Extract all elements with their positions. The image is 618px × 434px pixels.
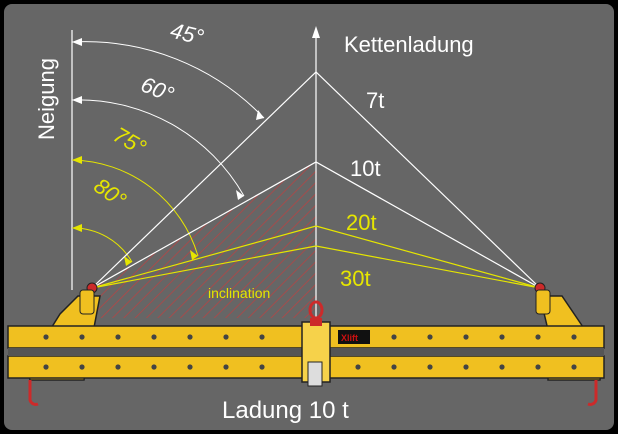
angle-axis-label: Neigung: [34, 58, 59, 140]
arc-80-arrow-start: [72, 224, 82, 232]
beam-hole: [535, 334, 541, 340]
arc-45: [71, 41, 265, 119]
beam-hole: [115, 334, 121, 340]
beam-hole: [187, 364, 193, 370]
beam-hole: [499, 334, 505, 340]
beam-hole: [571, 364, 577, 370]
shackle-icon: [308, 300, 324, 326]
beam-hole: [391, 334, 397, 340]
beam-holes: [43, 334, 577, 370]
chain-line-10t: [91, 161, 541, 289]
arc-60-arrow: [236, 190, 244, 200]
load-label-30t: 30t: [340, 266, 371, 291]
center-axis-arrow: [312, 26, 320, 38]
beam-hole: [223, 334, 229, 340]
arc-60-arrow-start: [72, 96, 82, 104]
beam-hole: [571, 334, 577, 340]
chain-load-label: Kettenladung: [344, 32, 474, 57]
load-label-20t: 20t: [346, 210, 377, 235]
center-bottom-stub: [307, 361, 323, 387]
beam-hole: [259, 334, 265, 340]
arc-75-arrow: [190, 250, 198, 260]
arc-80-arrow: [124, 256, 132, 266]
beam-hole: [499, 364, 505, 370]
inclination-label: inclination: [208, 285, 270, 301]
xlift-logo-icon: [338, 330, 370, 344]
beam-hole: [427, 334, 433, 340]
arc-45-arrow-start: [72, 38, 82, 46]
spreader-beam: Xlift: [7, 295, 605, 387]
beam-hole: [151, 364, 157, 370]
arc-75-arrow-start: [72, 156, 82, 164]
beam-hole: [355, 364, 361, 370]
beam-hole: [535, 364, 541, 370]
inclination-hatch-area: [92, 162, 316, 318]
beam-hole: [79, 334, 85, 340]
beam-hole: [115, 364, 121, 370]
beam-hole: [79, 364, 85, 370]
beam-hole: [187, 334, 193, 340]
beam-hole: [463, 364, 469, 370]
chain-line-7t: [91, 71, 541, 289]
beam-hole: [43, 334, 49, 340]
load-label-7t: 7t: [366, 88, 384, 113]
beam-hole: [427, 364, 433, 370]
beam-hole: [259, 364, 265, 370]
arc-60: [71, 99, 245, 197]
chain-line-20t: [91, 225, 541, 289]
lifting-hook-icon: [28, 282, 598, 406]
beam-hole: [43, 364, 49, 370]
beam-hole: [391, 364, 397, 370]
brand-logo-text: Xlift: [341, 333, 358, 343]
beam-hole: [463, 334, 469, 340]
beam-hole: [223, 364, 229, 370]
load-caption: Ladung 10 t: [222, 397, 349, 424]
beam-hole: [151, 334, 157, 340]
arc-75: [71, 159, 199, 257]
arc-45-arrow: [256, 110, 264, 120]
load-label-10t: 10t: [350, 156, 381, 181]
chain-line-30t: [91, 245, 541, 289]
